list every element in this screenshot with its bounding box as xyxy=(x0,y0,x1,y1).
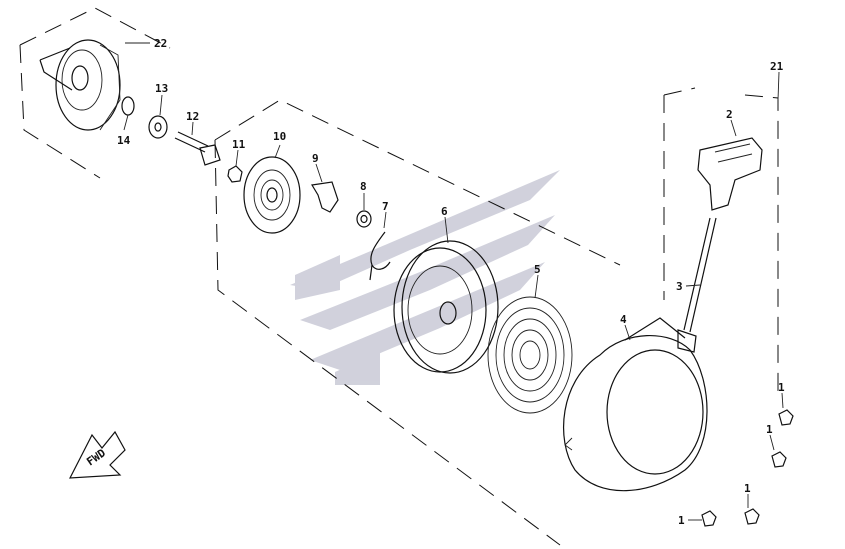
starter-case-part xyxy=(563,317,708,492)
rope-reel-part xyxy=(393,240,499,374)
label-12: 12 xyxy=(186,110,199,123)
flange-bolt-part xyxy=(701,409,794,527)
label-8: 8 xyxy=(360,180,367,193)
frame-upper-left xyxy=(19,7,171,179)
watermark-logo xyxy=(290,170,560,385)
center-bolt-part xyxy=(174,131,221,166)
starter-rope-part xyxy=(677,217,717,353)
forward-arrow-label: FWD xyxy=(84,446,108,468)
label-6: 6 xyxy=(441,205,448,218)
nut-part xyxy=(227,165,243,183)
o-ring-part xyxy=(121,96,135,116)
label-1d: 1 xyxy=(678,514,685,527)
return-spring-clip-part xyxy=(369,231,391,281)
recoil-spring-part xyxy=(487,296,573,414)
forward-arrow-icon: FWD xyxy=(68,430,126,479)
frame-right xyxy=(663,87,779,400)
washer-part xyxy=(148,115,168,139)
small-washer-part xyxy=(356,210,372,228)
label-4: 4 xyxy=(620,313,627,326)
label-14: 14 xyxy=(117,134,131,147)
label-7: 7 xyxy=(382,200,389,213)
label-2: 2 xyxy=(726,108,733,121)
friction-plate-part xyxy=(243,156,301,234)
label-11: 11 xyxy=(232,138,246,151)
label-1b: 1 xyxy=(766,423,773,436)
label-10: 10 xyxy=(273,130,286,143)
ratchet-pawl-part xyxy=(311,181,339,213)
pulley-cup-part xyxy=(39,39,121,131)
frame-center xyxy=(214,99,621,546)
label-21: 21 xyxy=(770,60,784,73)
label-5: 5 xyxy=(534,263,541,276)
label-13: 13 xyxy=(155,82,168,95)
label-9: 9 xyxy=(312,152,319,165)
label-22: 22 xyxy=(154,37,167,50)
part-labels: 22 13 14 12 11 10 9 8 7 6 5 4 3 2 21 1 1… xyxy=(117,37,785,527)
label-3: 3 xyxy=(676,280,683,293)
leader-lines xyxy=(123,42,784,521)
starter-handle-part xyxy=(697,137,763,211)
label-1c: 1 xyxy=(744,482,751,495)
label-1a: 1 xyxy=(778,381,785,394)
